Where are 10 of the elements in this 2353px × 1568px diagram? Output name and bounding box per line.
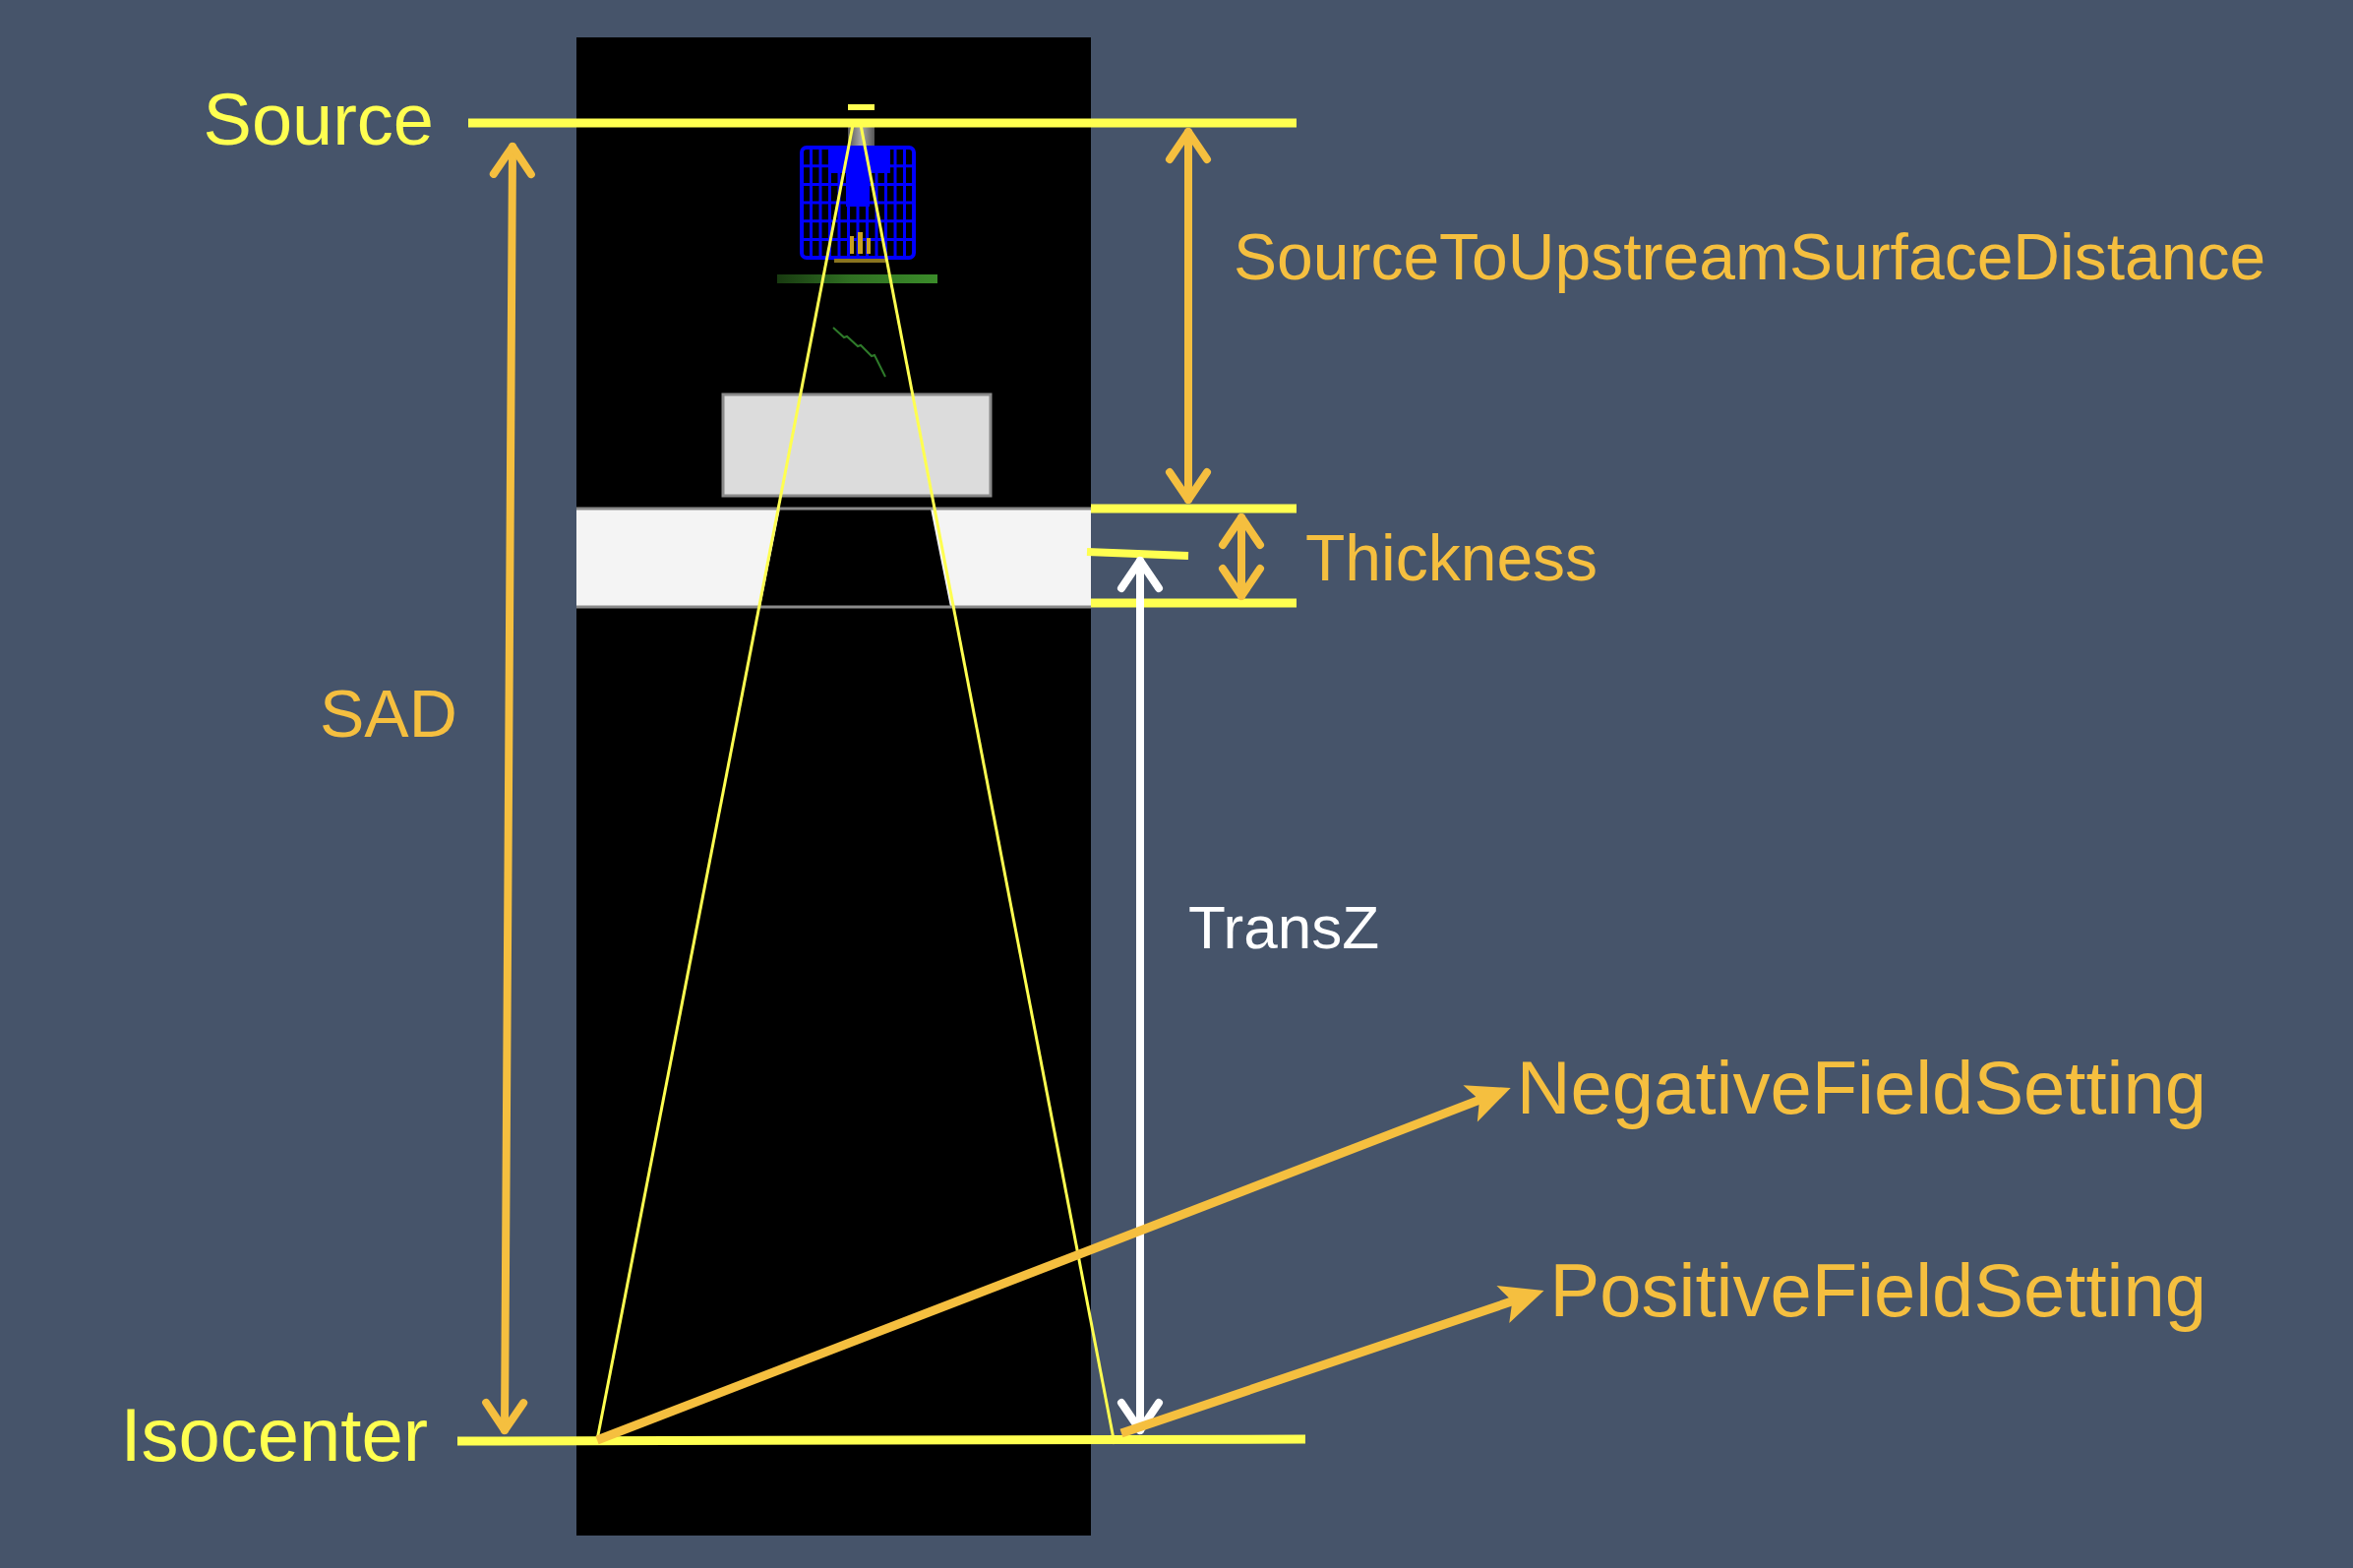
leader-arrow (595, 1083, 1513, 1445)
dimension-label: TransZ (1188, 892, 1380, 963)
plane-label: Source (203, 78, 434, 162)
dimension-label: SourceToUpstreamSurfaceDistance (1234, 220, 2266, 295)
dimension-label: SAD (320, 674, 457, 753)
leader-arrow (1119, 1286, 1545, 1438)
plane-label: Isocenter (120, 1392, 428, 1478)
dimension-label: Thickness (1305, 521, 1599, 596)
parameter-label: PositiveFieldSetting (1549, 1247, 2206, 1334)
parameter-label: NegativeFieldSetting (1516, 1045, 2206, 1131)
